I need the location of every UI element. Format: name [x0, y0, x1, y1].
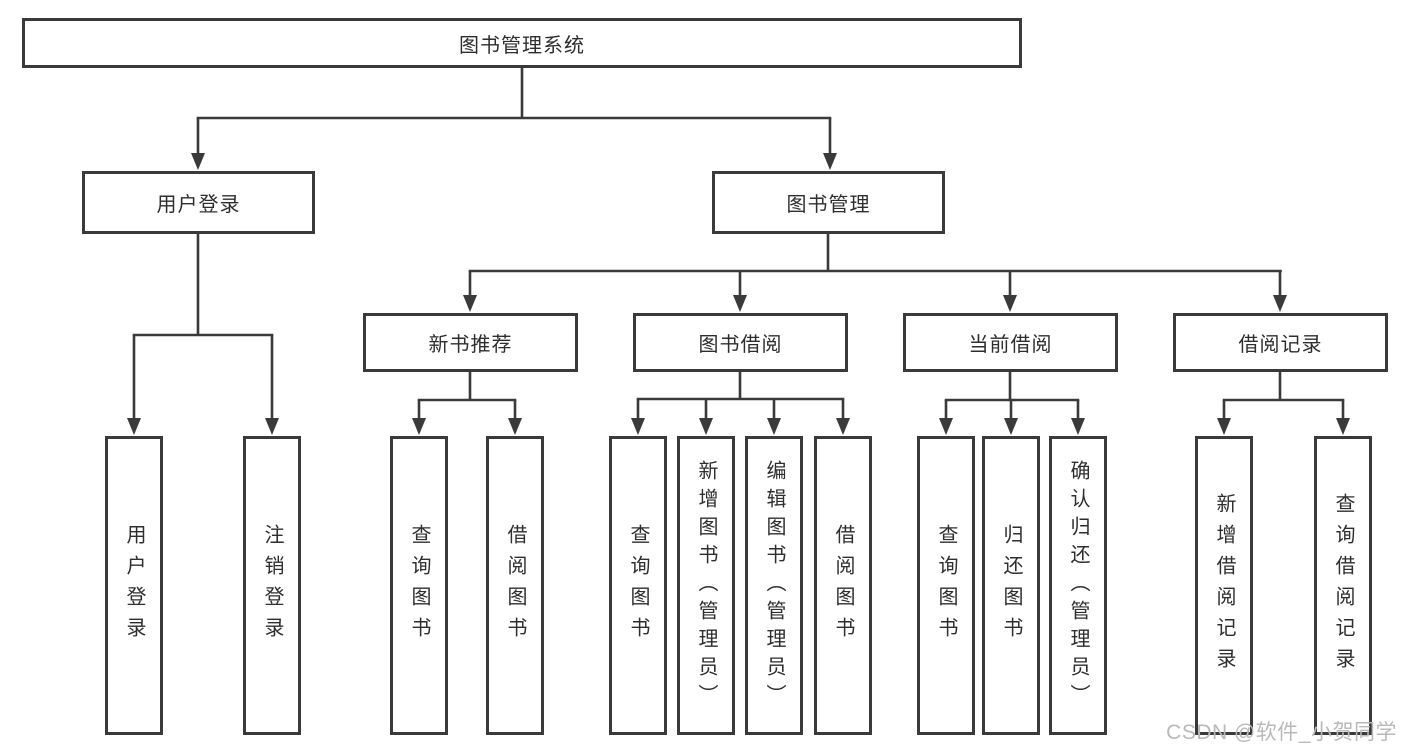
node-library-management-system: 图书管理系统 — [22, 18, 1022, 68]
leaf-borrow-books-recommend: 借阅图书 — [486, 436, 544, 735]
leaf-query-books-borrow: 查询图书 — [609, 436, 667, 735]
leaf-user-login: 用户登录 — [105, 436, 163, 735]
leaf-query-borrow-record: 查询借阅记录 — [1314, 436, 1372, 735]
leaf-add-books-admin: 新增图书（管理员） — [677, 436, 735, 735]
leaf-confirm-return-admin: 确认归还（管理员） — [1049, 436, 1107, 735]
leaf-return-books: 归还图书 — [982, 436, 1040, 735]
node-current-borrowing: 当前借阅 — [903, 313, 1118, 372]
node-book-borrowing: 图书借阅 — [633, 313, 848, 372]
leaf-add-borrow-record: 新增借阅记录 — [1195, 436, 1253, 735]
node-new-book-recommendation: 新书推荐 — [363, 313, 578, 372]
leaf-query-books-current: 查询图书 — [917, 436, 975, 735]
leaf-logout: 注销登录 — [243, 436, 301, 735]
leaf-borrow-books: 借阅图书 — [814, 436, 872, 735]
node-book-management: 图书管理 — [712, 171, 945, 234]
node-user-login: 用户登录 — [82, 171, 315, 234]
leaf-query-books-recommend: 查询图书 — [390, 436, 448, 735]
leaf-edit-books-admin: 编辑图书（管理员） — [745, 436, 803, 735]
node-borrowing-records: 借阅记录 — [1173, 313, 1388, 372]
csdn-watermark: CSDN @软件_小贺同学 — [1166, 721, 1397, 744]
